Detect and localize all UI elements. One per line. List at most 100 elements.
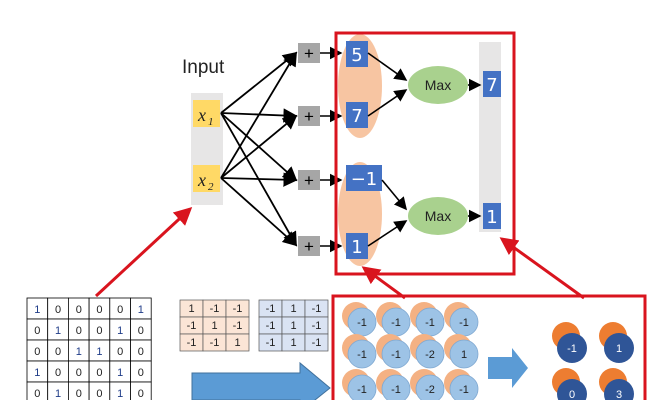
filter-cell: -1 xyxy=(258,316,283,335)
plus-to-sum-arrows xyxy=(320,46,343,253)
svg-text:0: 0 xyxy=(138,325,144,337)
sum-box-3: −1 xyxy=(346,165,382,191)
filter-cell: 1 xyxy=(281,316,306,335)
svg-text:1: 1 xyxy=(290,337,296,349)
input-x1-sub: 1 xyxy=(208,116,214,128)
svg-text:1: 1 xyxy=(96,346,102,358)
sum-box-4: 1 xyxy=(346,233,368,259)
input-x2-box xyxy=(193,165,220,192)
image-cell: 0 xyxy=(26,381,49,400)
sum-box-2: 7 xyxy=(346,102,368,128)
plus-node-2: + xyxy=(298,106,320,126)
svg-text:0: 0 xyxy=(117,346,123,358)
output-box-2: 1 xyxy=(483,203,501,229)
filter-cell: 1 xyxy=(179,299,204,318)
input-x1-var: x xyxy=(197,105,206,125)
filter-cell: -1 xyxy=(202,333,227,352)
svg-text:-1: -1 xyxy=(312,337,322,349)
filter-cell: -1 xyxy=(225,299,250,318)
image-cell: 0 xyxy=(130,360,152,383)
svg-text:-1: -1 xyxy=(187,337,197,349)
svg-text:0: 0 xyxy=(76,388,82,400)
feature-map-cell: -2 xyxy=(410,369,445,400)
image-cell: 0 xyxy=(88,318,111,341)
plus-node-3: + xyxy=(298,170,320,190)
red-pointer-arrows xyxy=(94,206,585,300)
svg-text:5: 5 xyxy=(351,45,362,66)
svg-text:0: 0 xyxy=(138,346,144,358)
filter-cell: 1 xyxy=(225,333,250,352)
svg-text:-1: -1 xyxy=(187,320,197,332)
svg-text:1: 1 xyxy=(55,325,61,337)
svg-text:1: 1 xyxy=(138,304,144,316)
image-cell: 1 xyxy=(109,381,131,400)
svg-text:+: + xyxy=(304,237,314,256)
svg-text:0: 0 xyxy=(76,304,82,316)
svg-text:-1: -1 xyxy=(391,384,401,396)
image-cell: 0 xyxy=(47,297,69,320)
svg-text:1: 1 xyxy=(34,367,40,379)
svg-text:1: 1 xyxy=(486,207,497,228)
svg-text:-2: -2 xyxy=(425,384,435,396)
svg-text:0: 0 xyxy=(34,325,40,337)
svg-text:0: 0 xyxy=(76,367,82,379)
svg-text:-1: -1 xyxy=(425,317,435,329)
svg-text:0: 0 xyxy=(138,367,144,379)
svg-text:-1: -1 xyxy=(266,337,276,349)
svg-text:1: 1 xyxy=(351,237,362,258)
svg-text:-1: -1 xyxy=(391,349,401,361)
filter-cell: 1 xyxy=(281,333,306,352)
filter-cell: -1 xyxy=(179,316,204,335)
filter-cell: -1 xyxy=(225,316,250,335)
svg-text:1: 1 xyxy=(117,388,123,400)
svg-text:0: 0 xyxy=(569,389,575,400)
svg-text:1: 1 xyxy=(616,343,622,355)
image-cell: 0 xyxy=(26,339,49,362)
svg-text:+: + xyxy=(304,44,314,63)
image-cell: 0 xyxy=(26,318,49,341)
feature-map-cell: -1 xyxy=(376,369,411,400)
image-cell: 0 xyxy=(47,360,69,383)
svg-text:1: 1 xyxy=(188,303,194,315)
svg-text:1: 1 xyxy=(76,346,82,358)
image-cell: 0 xyxy=(47,339,69,362)
svg-text:-1: -1 xyxy=(312,303,322,315)
image-cell: 0 xyxy=(109,339,131,362)
image-cell: 1 xyxy=(47,381,69,400)
svg-text:-1: -1 xyxy=(266,303,276,315)
image-cell: 1 xyxy=(109,360,131,383)
max-node-1: Max xyxy=(408,66,468,104)
sum-to-max-arrows xyxy=(367,52,408,247)
svg-text:1: 1 xyxy=(234,337,240,349)
svg-text:0: 0 xyxy=(34,346,40,358)
max-node-2: Max xyxy=(408,197,468,235)
svg-text:-1: -1 xyxy=(459,317,469,329)
feature-map-cell: -1 xyxy=(444,302,479,337)
plus-node-4: + xyxy=(298,236,320,256)
svg-text:Max: Max xyxy=(425,208,451,224)
svg-text:1: 1 xyxy=(34,304,40,316)
svg-text:0: 0 xyxy=(55,367,61,379)
svg-text:0: 0 xyxy=(76,325,82,337)
svg-text:−1: −1 xyxy=(351,169,378,190)
feature-map-cell: -1 xyxy=(376,302,411,337)
svg-text:+: + xyxy=(304,171,314,190)
image-cell: 1 xyxy=(26,297,49,320)
svg-text:-1: -1 xyxy=(233,320,243,332)
image-cell: 1 xyxy=(68,339,90,362)
svg-text:7: 7 xyxy=(486,75,497,96)
svg-text:-1: -1 xyxy=(459,384,469,396)
svg-text:7: 7 xyxy=(351,106,362,127)
image-cell: 0 xyxy=(130,339,152,362)
svg-text:Max: Max xyxy=(425,77,451,93)
feature-map-cell: -1 xyxy=(342,302,377,337)
maxout-red-frame xyxy=(334,31,516,276)
svg-text:0: 0 xyxy=(55,346,61,358)
svg-text:-1: -1 xyxy=(266,320,276,332)
filter-cell: -1 xyxy=(304,316,329,335)
svg-text:1: 1 xyxy=(290,320,296,332)
svg-text:1: 1 xyxy=(290,303,296,315)
